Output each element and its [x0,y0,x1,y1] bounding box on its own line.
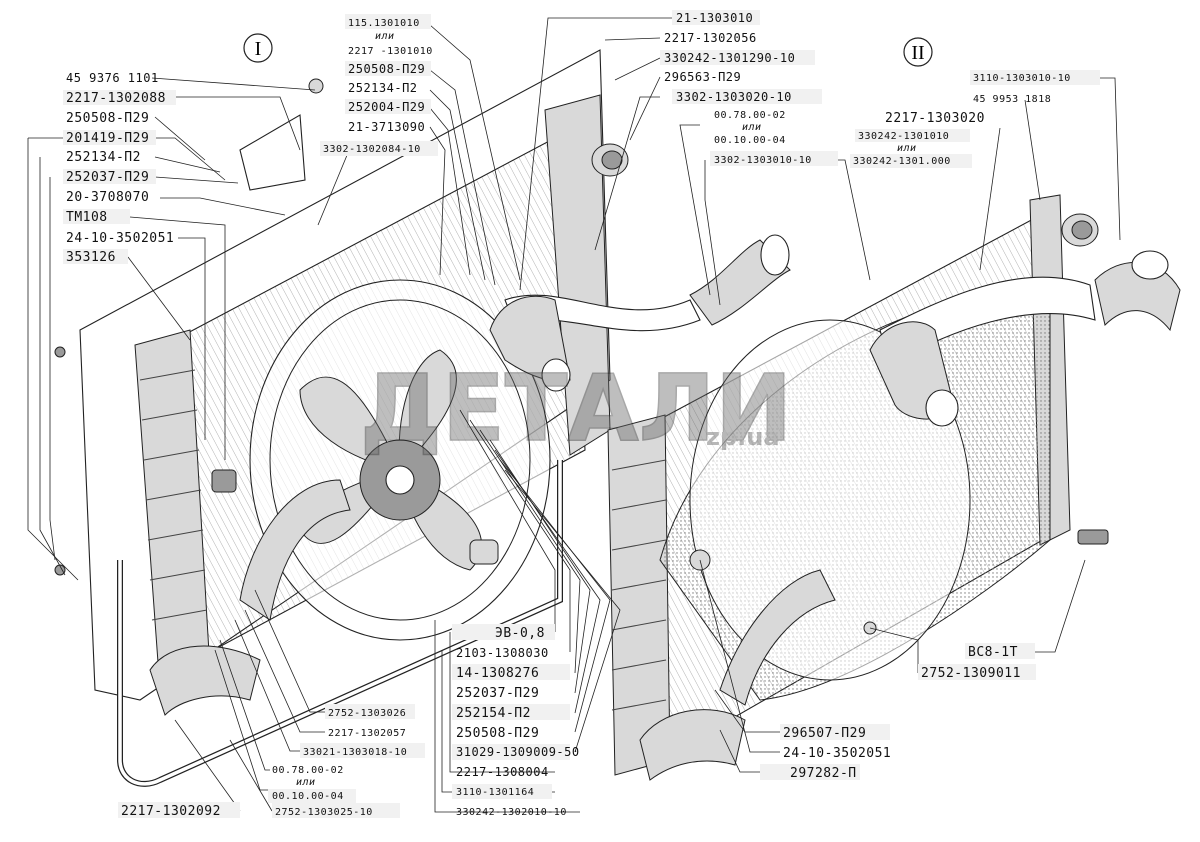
label-296507-p29: 296507-П29 [783,726,866,741]
label-3302-1303020-10: 3302-1303020-10 [676,90,792,104]
right-tank-ribs [611,459,667,711]
label-33021-1303018-10: 33021-1303018-10 [303,747,407,758]
watermark-main: ДЕТАЛИ [360,355,792,462]
label-21-3713090: 21-3713090 [348,120,425,134]
left-drain [54,564,66,576]
label-330242-1301010: 330242-1301010 [858,131,949,142]
label-vs8-1t: ВС8-1Т [968,645,1018,660]
left-tank-ribs [139,369,208,621]
label-24-10-3502051-a: 24-10-3502051 [66,231,174,246]
label-3110-1301164: 3110-1301164 [456,787,534,798]
assembly-i [54,49,791,787]
label-252154-p2: 252154-П2 [456,706,531,721]
label-250508-p29-b: 250508-П29 [66,111,149,126]
assembly-ii [607,194,1181,781]
label-2217-1302057: 2217-1302057 [328,728,406,739]
label-ili-2: или [742,122,762,133]
label-2217-1302056: 2217-1302056 [664,31,757,45]
label-250508-p29-a: 250508-П29 [348,62,425,76]
label-252004-p29: 252004-П29 [348,100,425,114]
label-00-78-00-02-b: 00.78.00-02 [272,765,344,776]
label-45-9376-1101: 45 9376 1101 [66,71,159,85]
left-lower-hose [239,479,351,621]
label-20-3708070: 20-3708070 [66,190,149,205]
label-330242-1302010-10: 330242-1302010-10 [456,807,567,818]
label-ili-4: или [296,777,316,788]
label-252134-p2-a: 252134-П2 [348,81,418,95]
right-core-elbow-end [925,389,959,427]
label-tm108: ТМ108 [66,210,108,225]
fan-shroud-inner [269,299,531,621]
label-2217-1303020: 2217-1303020 [885,111,985,126]
left-mount-bracket [239,114,306,191]
left-core-elbow-end [541,358,571,392]
label-2752-1303026: 2752-1303026 [328,708,406,719]
label-353126: 353126 [66,250,116,265]
label-2752-1303025-10: 2752-1303025-10 [275,807,373,818]
label-14-1308276: 14-1308276 [456,666,539,681]
label-24-10-3502051-b: 24-10-3502051 [783,746,891,761]
label-ili-1: или [375,31,395,42]
label-2103-1308030: 2103-1308030 [456,646,549,660]
callout-labels: 115.1301010 или 2217 -1301010 250508-П29… [63,10,1100,819]
left-bolt-top [308,78,324,94]
view-marker-i-text: I [255,38,262,60]
label-ev-0-8: ЭВ-0,8 [495,626,545,641]
label-3110-1303010-10: 3110-1303010-10 [973,73,1071,84]
label-2217-1302088: 2217-1302088 [66,91,166,106]
right-lower-hose [719,569,836,706]
right-upper-hose-elbow [1094,261,1181,332]
label-ili-3: или [897,143,917,154]
right-drain-cock [1077,529,1109,545]
right-outlet-pipe-mouth [1071,220,1093,240]
label-2217-1308004: 2217-1308004 [456,765,549,779]
view-marker-i: I [243,33,273,63]
view-marker-ii-text: II [911,42,924,64]
left-lower-hose-bend [149,645,261,716]
label-2217-1302092: 2217-1302092 [121,804,221,819]
label-2752-1309011: 2752-1309011 [921,666,1021,681]
label-31029-1309009-50: 31029-1309009-50 [456,745,580,759]
label-3302-1303010-10: 3302-1303010-10 [714,155,812,166]
left-core-elbow [489,295,571,382]
label-00-10-00-04-a: 00.10.00-04 [714,135,786,146]
right-upper-hose-end [1131,250,1169,280]
label-296563-p29: 296563-П29 [664,70,741,84]
label-45-9953-1818: 45 9953 1818 [973,94,1051,105]
label-252037-p29-a: 252037-П29 [66,170,149,185]
label-2217-1301010: 2217 -1301010 [348,46,433,57]
label-252134-p2-b: 252134-П2 [66,150,141,165]
label-00-10-00-04-b: 00.10.00-04 [272,791,344,802]
label-252037-p29-b: 252037-П29 [456,686,539,701]
watermark: ДЕТАЛИ zp.ua [359,354,793,463]
label-330242-1301-000: 330242-1301.000 [853,156,951,167]
left-resistor [469,539,499,565]
fan-hub-center [385,465,415,495]
view-marker-ii: II [903,37,933,67]
watermark-suffix: zp.ua [706,423,780,451]
right-upper-hose [879,276,1096,366]
label-297282-p: 297282-П [790,766,857,781]
left-thermo-switch [211,469,237,493]
left-outlet-pipe-mouth [601,150,623,170]
label-00-78-00-02-a: 00.78.00-02 [714,110,786,121]
label-3302-1302084-10: 3302-1302084-10 [323,144,421,155]
label-201419-p29: 201419-П29 [66,131,149,146]
label-21-1303010: 21-1303010 [676,11,753,25]
label-115-1301010: 115.1301010 [348,18,420,29]
label-330242-1301290-10: 330242-1301290-10 [664,51,795,65]
label-250508-p29-c: 250508-П29 [456,726,539,741]
left-upper-hose-end [760,234,790,276]
left-plug [54,346,66,358]
right-lower-hose-bend [639,709,746,781]
